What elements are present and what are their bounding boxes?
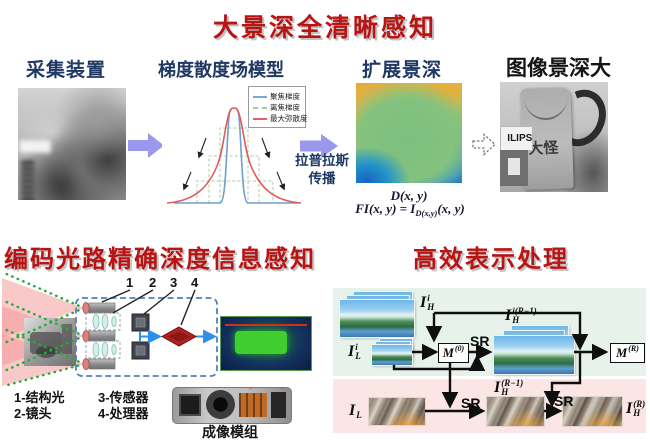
label-ih-r: I(R)H	[626, 399, 646, 418]
small-photo-area	[500, 150, 529, 187]
gradient-field-chart: 聚焦梯度 离焦梯度 最大弥散度	[162, 84, 312, 212]
legend-row: 最大弥散度	[253, 113, 308, 124]
photo-label-tag	[18, 140, 51, 153]
fi-formula-post: (x, y)	[437, 201, 465, 216]
legend-processor: 4-处理器	[98, 406, 149, 421]
legend-row: 离焦梯度	[253, 102, 301, 113]
label-large-dof-image: 图像景深大	[506, 57, 611, 80]
chart-legend: 聚焦梯度 离焦梯度 最大弥散度	[248, 86, 308, 128]
bottom-left-title: 编码光路精确深度信息感知	[4, 246, 316, 273]
max-spread-curve	[166, 107, 302, 204]
label-sr-bottom: SR	[554, 393, 574, 409]
divergence-arrow	[261, 137, 271, 159]
divergence-arrow	[182, 171, 192, 191]
output-red-line	[224, 323, 308, 326]
structured-light-projectors	[82, 302, 116, 370]
fi-formula-pre: FI(x, y) = I	[355, 201, 416, 216]
pcb-lens	[206, 390, 236, 420]
input-lr-photo	[369, 398, 425, 425]
fi-formula: FI(x, y) = ID(x,y)(x, y)	[330, 201, 490, 218]
node-mr-box: M(R)	[610, 343, 645, 363]
small-photo-inner	[507, 158, 520, 175]
sr-photo-r1	[487, 397, 544, 426]
depth-map-image	[356, 83, 462, 183]
pcb-black-component	[270, 392, 287, 419]
sr-flow-arrows	[392, 311, 609, 420]
label-mr: M(R)	[616, 344, 639, 360]
depth-formula: D(x, y)	[390, 188, 428, 203]
depth-output-image	[220, 316, 312, 371]
callout-number-1: 1	[126, 275, 133, 290]
purple-arrow-icon	[128, 133, 164, 158]
callout-leader-lines	[101, 289, 196, 326]
pcb-orange-board	[239, 392, 268, 418]
legend-label: 离焦梯度	[270, 103, 300, 112]
sr-result-stack-front	[494, 336, 574, 374]
laplace-line1: 拉普拉斯	[295, 153, 349, 168]
label-capture-device: 采集装置	[26, 60, 107, 81]
capture-device-image-blur	[18, 88, 126, 200]
sr-photo-final	[563, 397, 622, 426]
top-section-title: 大景深全清晰感知	[212, 14, 437, 42]
coded-optical-path-diagram: 1 2 3 4	[2, 272, 218, 386]
legend-line-solid-blue	[253, 95, 267, 98]
laplace-propagation-label: 拉普拉斯 传播	[288, 152, 356, 187]
legend-label: 聚焦梯度	[270, 92, 300, 101]
package-arc	[523, 94, 568, 121]
legend-row: 聚焦梯度	[253, 91, 301, 102]
output-green-region	[234, 331, 287, 354]
capture-device-image	[18, 88, 126, 200]
hr-image-stack-front	[340, 300, 414, 337]
label-m0: M(0)	[442, 344, 465, 360]
philips-box-text: ILIPS	[507, 133, 533, 145]
philips-box: ILIPS	[500, 126, 534, 152]
label-sr-top: SR	[470, 333, 490, 349]
defocus-step-line	[196, 180, 274, 203]
imaging-module-image	[172, 387, 292, 424]
fi-formula-sub: D(x,y)	[415, 208, 438, 218]
sensors	[131, 313, 150, 360]
defocus-step-line	[208, 155, 260, 203]
legend-sensor: 3-传感器	[98, 390, 149, 405]
label-extended-dof: 扩展景深	[362, 60, 443, 81]
label-sr-mid: SR	[461, 395, 481, 411]
divergence-arrow	[197, 137, 207, 159]
node-m0-box: M(0)	[438, 343, 469, 363]
curve-plot	[166, 107, 302, 204]
signal-lines	[139, 329, 217, 344]
legend-line-solid-red	[253, 117, 267, 120]
legend-label: 最大弥散度	[270, 114, 308, 123]
pcb-black-chip	[178, 393, 202, 417]
photo-dark-strip	[21, 161, 35, 200]
bottom-right-title: 高效表示处理	[413, 246, 569, 273]
purple-arrow-icon	[300, 134, 338, 158]
legend-lens: 2-镜头	[14, 406, 52, 421]
laplace-line2: 传播	[308, 170, 336, 186]
label-gradient-model: 梯度散度场模型	[158, 60, 284, 80]
scene-photo-image	[24, 318, 76, 366]
imaging-module-label: 成像模组	[202, 424, 258, 440]
legend-line-dashed-green	[253, 106, 267, 109]
divergence-arrow	[276, 171, 286, 191]
result-photo-image: 大怪 ILIPS	[500, 82, 608, 192]
processor-chip	[160, 326, 198, 347]
callout-number-3: 3	[170, 275, 177, 290]
dotted-ray-lines	[2, 272, 86, 386]
hollow-arrow-icon	[472, 133, 496, 156]
module-dashed-box	[75, 297, 218, 377]
label-ih-r1: I(R−1)H	[494, 378, 524, 397]
callout-number-4: 4	[191, 275, 199, 290]
legend-structured-light: 1-结构光	[14, 390, 65, 405]
lens-groups	[85, 312, 121, 359]
lr-image-stack-front	[372, 345, 412, 365]
callout-number-2: 2	[149, 275, 156, 290]
defocus-step-line	[219, 127, 249, 203]
